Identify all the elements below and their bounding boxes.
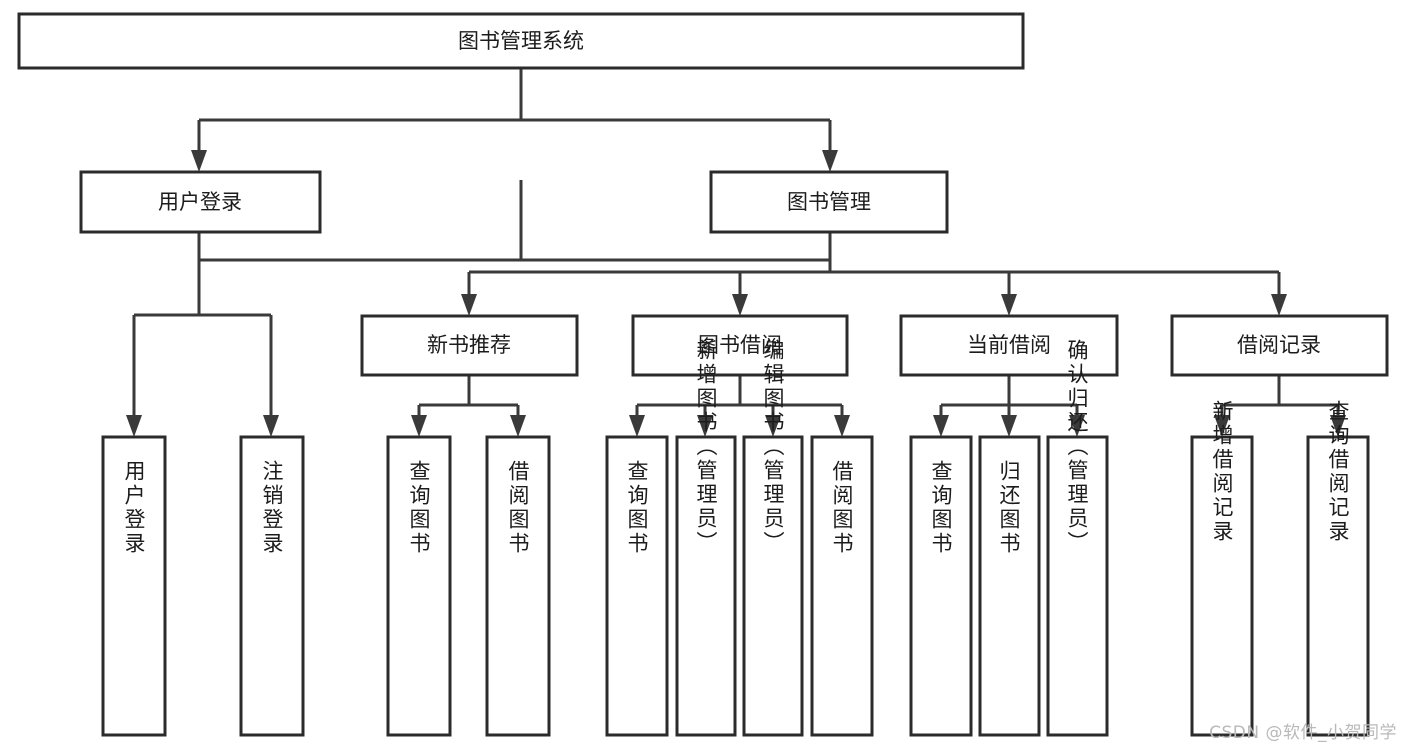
node-new-book-recommend-box[interactable]	[360, 314, 579, 377]
connector-group-book-manage-children	[461, 232, 1287, 316]
node-current-borrow-label: 当前借阅	[967, 333, 1051, 357]
connector-group-new-book-recommend-children	[411, 375, 526, 437]
arrow-leaf-confirm-return	[1069, 415, 1085, 437]
node-book-borrow-label: 图书借阅	[698, 333, 782, 357]
node-user-login[interactable]: 用户登录	[79, 170, 322, 234]
node-borrow-record-box[interactable]	[1170, 314, 1389, 377]
node-book-manage-box[interactable]	[709, 170, 949, 234]
connector-group-current-borrow-children	[933, 375, 1085, 437]
node-leaf-add-record[interactable]: 新增借阅记录	[1190, 400, 1254, 737]
node-leaf-confirm-return-box[interactable]	[1046, 435, 1109, 737]
arrow-user-login	[191, 150, 207, 172]
arrow-current-borrow	[1001, 294, 1017, 316]
node-leaf-query-book-1[interactable]: 查询图书	[386, 435, 452, 737]
arrow-leaf-borrow-book-2	[834, 415, 850, 437]
node-leaf-query-book-2[interactable]: 查询图书	[605, 435, 669, 737]
node-leaf-add-book-label: 新增图书（管理员）	[694, 339, 718, 555]
node-leaf-add-book[interactable]: 新增图书（管理员）	[675, 339, 737, 737]
arrow-leaf-query-book-3	[933, 415, 949, 437]
node-leaf-borrow-book-1-box[interactable]	[485, 435, 551, 737]
arrow-borrow-record	[1271, 294, 1287, 316]
arrow-leaf-user-login	[126, 415, 142, 437]
node-leaf-borrow-book-1[interactable]: 借阅图书	[485, 435, 551, 737]
node-book-borrow[interactable]: 图书借阅	[631, 314, 849, 377]
node-current-borrow-box[interactable]	[899, 314, 1119, 377]
node-leaf-confirm-return[interactable]: 确认归还（管理员）	[1046, 339, 1109, 737]
arrow-book-manage	[822, 150, 838, 172]
node-borrow-record[interactable]: 借阅记录	[1170, 314, 1389, 377]
node-leaf-query-book-1-box[interactable]	[386, 435, 452, 737]
node-borrow-record-label: 借阅记录	[1237, 333, 1321, 357]
node-leaf-confirm-return-label: 确认归还（管理员）	[1065, 339, 1089, 555]
node-leaf-borrow-book-2-box[interactable]	[810, 435, 874, 737]
node-leaf-return-book-label: 归还图书	[997, 460, 1021, 556]
arrow-leaf-logout-login	[263, 415, 279, 437]
node-leaf-user-login-box[interactable]	[101, 435, 167, 737]
node-new-book-recommend[interactable]: 新书推荐	[360, 314, 579, 377]
node-leaf-query-record-label: 查询借阅记录	[1326, 400, 1350, 544]
node-book-manage[interactable]: 图书管理	[709, 170, 949, 234]
node-user-login-label: 用户登录	[158, 190, 242, 214]
arrow-leaf-query-record	[1330, 415, 1346, 437]
node-leaf-logout-login[interactable]: 注销登录	[239, 435, 305, 737]
node-leaf-query-record[interactable]: 查询借阅记录	[1306, 400, 1370, 737]
node-leaf-logout-login-box[interactable]	[239, 435, 305, 737]
arrow-leaf-query-book-2	[629, 415, 645, 437]
node-leaf-borrow-book-1-label: 借阅图书	[506, 460, 530, 556]
node-leaf-query-book-1-label: 查询图书	[407, 460, 431, 556]
node-leaf-query-record-box[interactable]	[1306, 435, 1370, 737]
node-leaf-query-book-3[interactable]: 查询图书	[909, 435, 973, 737]
node-new-book-recommend-label: 新书推荐	[427, 333, 511, 357]
connector-group-borrow-record-children	[1214, 375, 1346, 437]
node-leaf-edit-book-label: 编辑图书（管理员）	[761, 339, 785, 555]
connector-group-book-borrow-children	[629, 375, 850, 437]
node-leaf-query-book-3-box[interactable]	[909, 435, 973, 737]
node-leaf-borrow-book-2-label: 借阅图书	[830, 460, 854, 556]
node-book-manage-label: 图书管理	[787, 190, 871, 214]
node-leaf-query-book-2-box[interactable]	[605, 435, 669, 737]
node-leaf-user-login[interactable]: 用户登录	[101, 435, 167, 737]
node-root-box[interactable]	[17, 12, 1025, 70]
arrow-new-book-recommend	[461, 294, 477, 316]
node-leaf-logout-login-label: 注销登录	[260, 460, 284, 556]
arrow-book-borrow	[732, 294, 748, 316]
node-leaf-add-record-label: 新增借阅记录	[1210, 400, 1234, 544]
node-leaf-add-book-box[interactable]	[675, 435, 737, 737]
node-root[interactable]: 图书管理系统	[17, 12, 1025, 70]
node-user-login-box[interactable]	[79, 170, 322, 234]
node-leaf-query-book-3-label: 查询图书	[929, 460, 953, 556]
node-leaf-add-record-box[interactable]	[1190, 435, 1254, 737]
arrow-leaf-query-book-1	[411, 415, 427, 437]
node-leaf-return-book-box[interactable]	[978, 435, 1041, 737]
node-leaf-user-login-label: 用户登录	[122, 460, 146, 556]
node-book-borrow-box[interactable]	[631, 314, 849, 377]
node-root-label: 图书管理系统	[458, 29, 584, 53]
arrow-leaf-add-record	[1214, 415, 1230, 437]
node-leaf-query-book-2-label: 查询图书	[625, 460, 649, 556]
node-leaf-borrow-book-2[interactable]: 借阅图书	[810, 435, 874, 737]
node-current-borrow[interactable]: 当前借阅	[899, 314, 1119, 377]
node-leaf-edit-book-box[interactable]	[742, 435, 804, 737]
arrow-leaf-edit-book	[765, 415, 781, 437]
node-leaf-edit-book[interactable]: 编辑图书（管理员）	[742, 339, 804, 737]
csdn-watermark: CSDN @软件_小贺同学	[1209, 723, 1397, 743]
arrow-leaf-borrow-book-1	[510, 415, 526, 437]
arrow-leaf-return-book	[1001, 415, 1017, 437]
connector-group-corrected	[0, 60, 1405, 180]
connector-group-user-login-children	[126, 232, 279, 437]
arrow-leaf-add-book	[697, 415, 713, 437]
node-leaf-return-book[interactable]: 归还图书	[978, 435, 1041, 737]
